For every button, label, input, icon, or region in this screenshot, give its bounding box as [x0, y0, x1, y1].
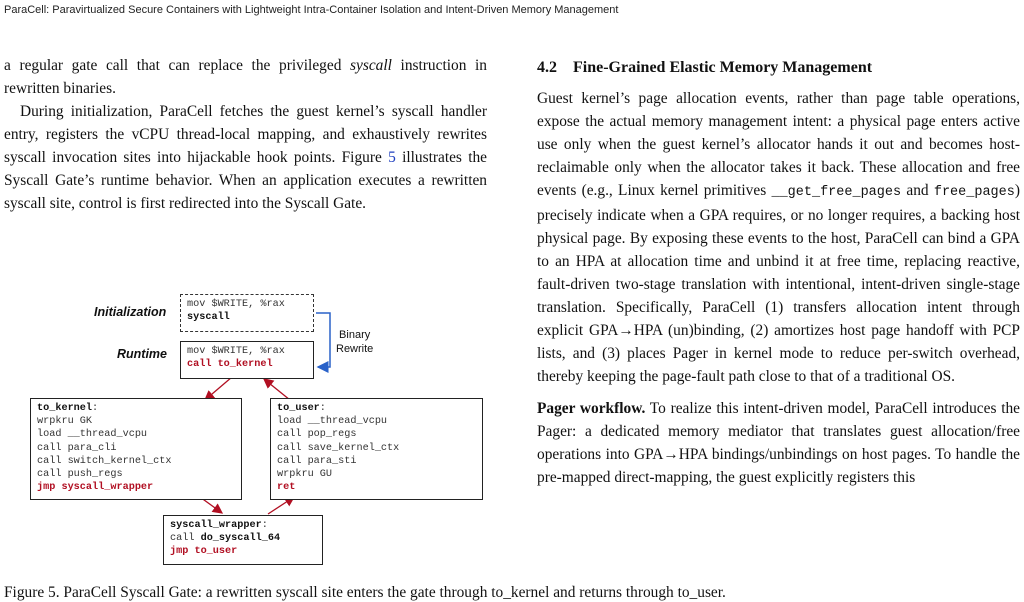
to-kernel-title: to_kernel	[37, 403, 93, 414]
binary-rewrite-line2: Rewrite	[336, 343, 374, 355]
code-line: call para_sti	[277, 455, 357, 467]
text-span: and	[901, 182, 934, 199]
binary-rewrite-arrow	[316, 312, 331, 373]
text-span: ) precisely indicate when a GPA requires…	[537, 182, 1020, 385]
code-line: wrpkru GK	[37, 416, 93, 428]
to-user-title: to_user	[277, 403, 320, 414]
code-line: call save_kernel_ctx	[277, 442, 400, 454]
code-line: call para_cli	[37, 442, 117, 454]
figure-caption: Figure 5. ParaCell Syscall Gate: a rewri…	[4, 584, 726, 601]
to-kernel-box: to_kernel: wrpkru GK load __thread_vcpu …	[30, 398, 242, 500]
colon: :	[92, 403, 99, 414]
code-line-jmp-user: jmp to_user	[170, 546, 238, 558]
code-line: call push_regs	[37, 469, 123, 481]
figure-syscall-gate: Initialization Runtime mov $WRITE, %rax …	[0, 290, 510, 580]
text-span: Guest kernel’s page allocation events, r…	[537, 90, 1020, 199]
right-paragraph-2: Pager workflow. To realize this intent-d…	[537, 397, 1020, 489]
section-number: 4.2	[537, 59, 557, 76]
runtime-code-box: mov $WRITE, %rax call to_kernel	[180, 341, 314, 379]
code-line: call switch_kernel_ctx	[37, 455, 172, 467]
text-span: a regular gate call that can replace the…	[4, 57, 351, 74]
text-span: To realize this intent-driven model, Par…	[537, 400, 1021, 486]
colon: :	[319, 403, 326, 414]
binary-rewrite-line1: Binary	[339, 329, 371, 341]
runtime-label: Runtime	[117, 347, 167, 361]
initialization-code-box: mov $WRITE, %rax syscall	[180, 294, 314, 332]
code-line: call	[170, 533, 201, 545]
code-line: wrpkru GU	[277, 469, 333, 481]
text-span: instruction in rewritten binaries.	[4, 57, 487, 97]
text-span: During initialization, ParaCell fetches …	[4, 103, 487, 166]
to-user-box: to_user: load __thread_vcpu call pop_reg…	[270, 398, 483, 500]
code-free-pages: free_pages	[933, 185, 1015, 200]
code-line: mov $WRITE, %rax	[187, 346, 285, 357]
code-line: call pop_regs	[277, 429, 357, 441]
initialization-label: Initialization	[94, 305, 167, 319]
arrow-runtime-to-kernel	[204, 376, 233, 401]
code-get-free-pages: __get_free_pages	[771, 185, 902, 200]
left-paragraph-1: a regular gate call that can replace the…	[4, 54, 487, 100]
code-line: load __thread_vcpu	[37, 429, 148, 441]
wrapper-title: syscall_wrapper	[170, 520, 262, 531]
code-line: load __thread_vcpu	[277, 416, 388, 428]
code-line-syscall: syscall	[187, 312, 230, 324]
syscall-wrapper-box: syscall_wrapper: call do_syscall_64 jmp …	[163, 515, 323, 565]
left-column: a regular gate call that can replace the…	[4, 54, 487, 215]
right-paragraph-1: Guest kernel’s page allocation events, r…	[537, 87, 1020, 388]
colon: :	[261, 520, 268, 531]
code-line-call-to-kernel: call to_kernel	[187, 359, 273, 371]
arrow-user-to-runtime	[262, 378, 291, 401]
syscall-emphasis: syscall	[350, 57, 392, 74]
figure-reference-link[interactable]: 5	[388, 149, 396, 166]
code-line-ret: ret	[277, 482, 296, 494]
running-head: ParaCell: Paravirtualized Secure Contain…	[4, 4, 619, 16]
section-title: Fine-Grained Elastic Memory Management	[573, 59, 873, 76]
code-line-jmp-wrapper: jmp syscall_wrapper	[37, 482, 154, 494]
right-column: 4.2 Fine-Grained Elastic Memory Managemen…	[537, 56, 1020, 489]
text-span: illustrates the Syscall Gate’s runtime b…	[4, 149, 488, 212]
code-line-do-syscall: do_syscall_64	[200, 533, 281, 545]
code-line: mov $WRITE, %rax	[187, 299, 285, 310]
section-heading: 4.2 Fine-Grained Elastic Memory Managemen…	[537, 56, 1020, 79]
left-paragraph-2: During initialization, ParaCell fetches …	[4, 100, 487, 215]
paragraph-heading-pager-workflow: Pager workflow.	[537, 400, 646, 417]
